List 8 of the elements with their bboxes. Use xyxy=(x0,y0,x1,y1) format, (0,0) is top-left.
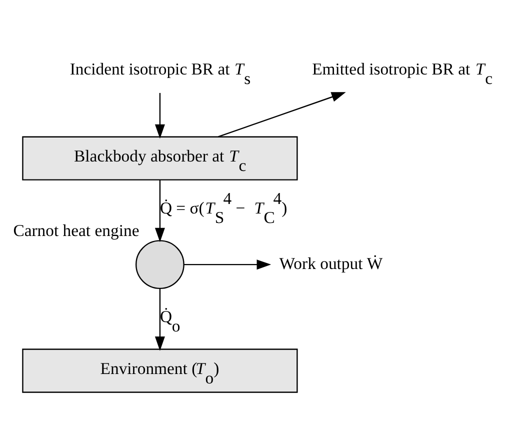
node-circle xyxy=(136,240,184,289)
node-text: Work output Ẇ xyxy=(279,253,383,272)
arrow xyxy=(154,180,165,242)
arrow xyxy=(154,288,165,350)
arrow xyxy=(218,92,346,137)
arrow xyxy=(154,92,165,138)
node-label: Carnot heat engine xyxy=(13,220,140,240)
arrow xyxy=(184,259,272,270)
